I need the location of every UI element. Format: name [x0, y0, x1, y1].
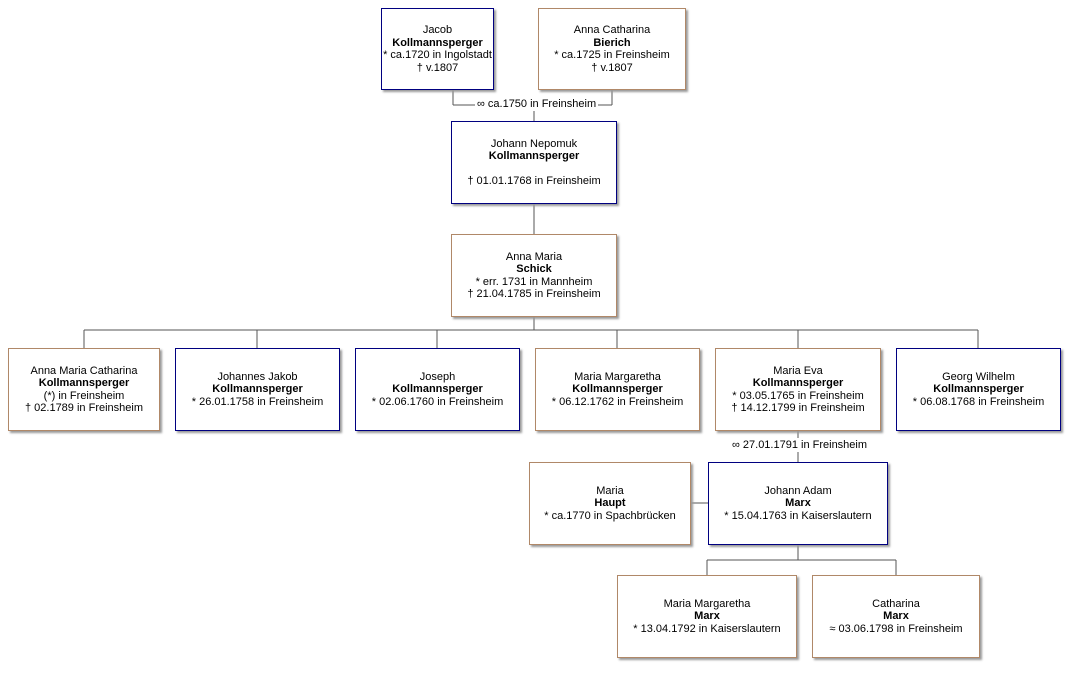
person-given-name: Georg Wilhelm [942, 370, 1015, 383]
person-given-name: Anna Maria [505, 250, 563, 263]
person-birth: * 26.01.1758 in Freinsheim [191, 395, 324, 408]
person-given-name: Maria Margaretha [663, 597, 751, 610]
person-given-name: Joseph [419, 370, 456, 383]
person-card-anna-catharina-bierich[interactable]: Anna Catharina Bierich * ca.1725 in Frei… [538, 8, 686, 90]
person-surname: Kollmannsperger [38, 377, 130, 389]
person-surname: Kollmannsperger [752, 377, 844, 389]
person-birth: * 02.06.1760 in Freinsheim [371, 395, 504, 408]
person-given-name: Maria [596, 484, 624, 497]
person-birth: * ca.1720 in Ingolstadt [383, 49, 492, 61]
person-card-maria-margaretha-marx[interactable]: Maria Margaretha Marx * 13.04.1792 in Ka… [617, 575, 797, 658]
person-surname: Marx [785, 497, 811, 510]
person-surname: Marx [694, 610, 720, 623]
person-death: † 14.12.1799 in Freinsheim [731, 402, 865, 414]
person-card-johannes-jakob-kollmannsperger[interactable]: Johannes Jakob Kollmannsperger * 26.01.1… [175, 348, 340, 431]
person-given-name: Johann Adam [764, 484, 832, 497]
person-surname: Kollmannsperger [933, 383, 1024, 396]
person-given-name: Maria Eva [773, 364, 823, 377]
person-surname: Haupt [594, 497, 626, 510]
person-death: † v.1807 [591, 61, 633, 74]
person-death: † 21.04.1785 in Freinsheim [467, 288, 601, 300]
person-given-name: Catharina [872, 597, 920, 610]
person-given-name: Maria Margaretha [574, 370, 661, 383]
person-birth: * 06.12.1762 in Freinsheim [551, 395, 684, 408]
person-birth: * 13.04.1792 in Kaiserslautern [633, 622, 781, 635]
person-given-name: Anna Catharina [573, 24, 651, 36]
person-death: † 02.1789 in Freinsheim [24, 402, 143, 414]
person-card-johann-nepomuk-kollmannsperger[interactable]: Johann Nepomuk Kollmannsperger † 01.01.1… [451, 121, 617, 204]
person-given-name: Johannes Jakob [217, 370, 298, 383]
person-birth: * ca.1725 in Freinsheim [554, 49, 670, 61]
person-card-catharina-marx[interactable]: Catharina Marx ≈ 03.06.1798 in Freinshei… [812, 575, 980, 658]
person-card-anna-maria-catharina-kollmannsperger[interactable]: Anna Maria Catharina Kollmannsperger (*)… [8, 348, 160, 431]
person-death: † 01.01.1768 in Freinsheim [467, 174, 601, 187]
person-card-maria-margaretha-kollmannsperger[interactable]: Maria Margaretha Kollmannsperger * 06.12… [535, 348, 700, 431]
person-surname: Kollmannsperger [572, 383, 663, 396]
person-surname: Kollmannsperger [488, 150, 580, 163]
person-birth: * 06.08.1768 in Freinsheim [912, 395, 1045, 408]
person-birth: * ca.1770 in Spachbrücken [544, 509, 676, 522]
marriage-label-maria-eva-johann-adam: ∞ 27.01.1791 in Freinsheim [730, 439, 870, 452]
person-card-jacob-kollmannsperger[interactable]: Jacob Kollmannsperger * ca.1720 in Ingol… [381, 8, 494, 90]
person-surname: Bierich [593, 36, 631, 49]
person-card-georg-wilhelm-kollmannsperger[interactable]: Georg Wilhelm Kollmannsperger * 06.08.17… [896, 348, 1061, 431]
person-card-joseph-kollmannsperger[interactable]: Joseph Kollmannsperger * 02.06.1760 in F… [355, 348, 520, 431]
person-given-name: Anna Maria Catharina [30, 364, 138, 377]
person-surname: Schick [516, 263, 552, 275]
person-card-maria-haupt[interactable]: Maria Haupt * ca.1770 in Spachbrücken [529, 462, 691, 545]
person-baptism: (*) in Freinsheim [43, 389, 125, 402]
person-given-name: Jacob [422, 24, 453, 36]
person-birth: * 15.04.1763 in Kaiserslautern [724, 509, 872, 522]
person-surname: Kollmannsperger [392, 383, 483, 396]
person-given-name: Johann Nepomuk [490, 137, 578, 150]
person-birth: * err. 1731 in Mannheim [475, 275, 593, 288]
person-card-johann-adam-marx[interactable]: Johann Adam Marx * 15.04.1763 in Kaisers… [708, 462, 888, 545]
person-surname: Kollmannsperger [392, 36, 483, 49]
person-card-maria-eva-kollmannsperger[interactable]: Maria Eva Kollmannsperger * 03.05.1765 i… [715, 348, 881, 431]
person-surname: Marx [883, 610, 909, 623]
person-surname: Kollmannsperger [212, 383, 303, 396]
person-baptism: ≈ 03.06.1798 in Freinsheim [829, 622, 963, 635]
person-birth: * 03.05.1765 in Freinsheim [732, 389, 864, 402]
person-death: † v.1807 [416, 61, 459, 74]
person-card-anna-maria-schick[interactable]: Anna Maria Schick * err. 1731 in Mannhei… [451, 234, 617, 317]
marriage-label-jacob-anna-catharina: ∞ ca.1750 in Freinsheim [475, 98, 599, 111]
